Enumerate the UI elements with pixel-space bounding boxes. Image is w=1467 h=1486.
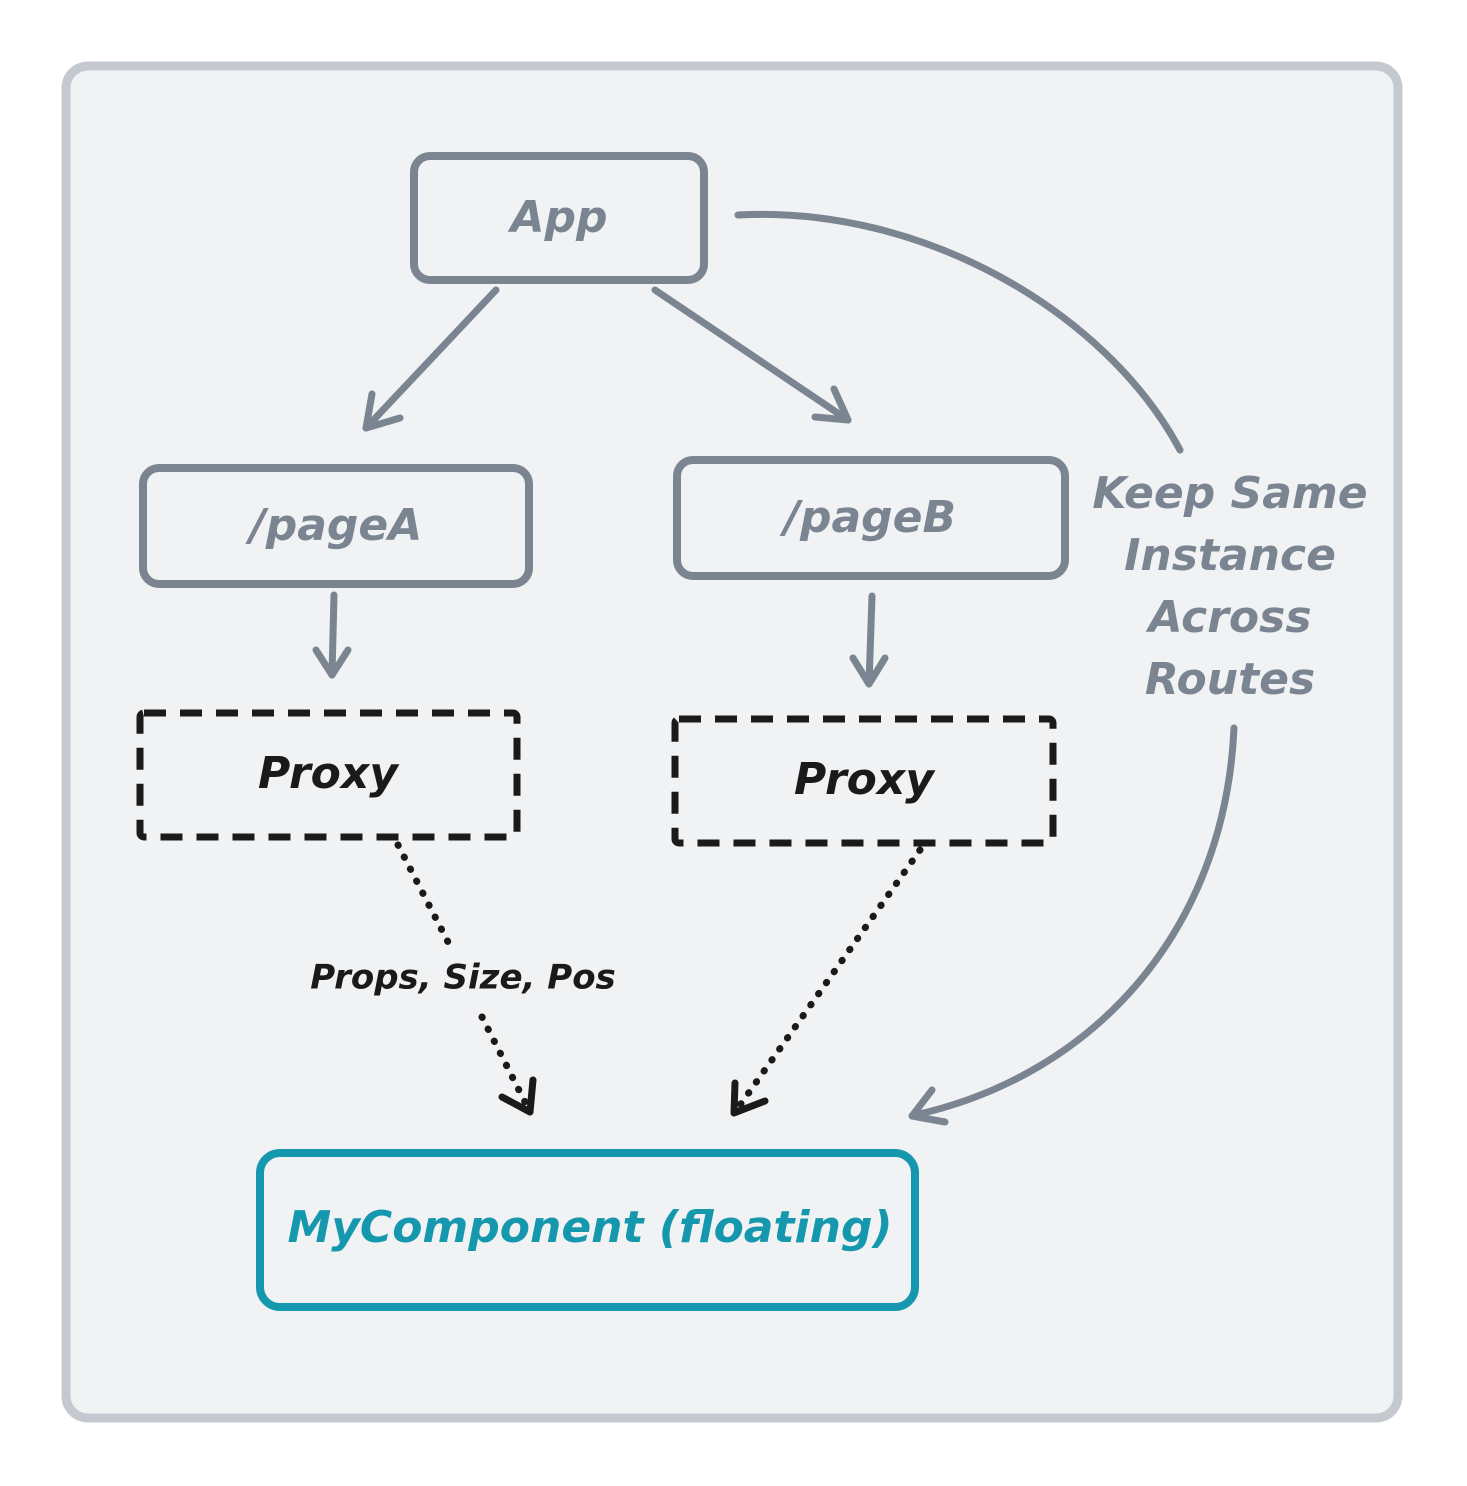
edge-app-to-page-a xyxy=(362,286,500,432)
arrowhead-icon xyxy=(362,390,404,432)
edge-proxy-a-to-component xyxy=(394,841,537,1116)
arrowhead-icon xyxy=(908,1086,949,1126)
node-page-b-label: /pageB xyxy=(779,492,956,543)
edge-label-props-size-pos: Props, Size, Pos xyxy=(310,958,616,998)
arrowhead-icon xyxy=(811,385,852,424)
arrowhead-icon xyxy=(498,1076,537,1116)
node-page-a: /pageA xyxy=(139,464,533,588)
side-note: Keep Same Instance Across Routes xyxy=(1092,468,1367,705)
node-my-component-label: MyComponent (floating) xyxy=(287,1202,892,1253)
arrowhead-icon xyxy=(312,646,352,679)
node-app: App xyxy=(410,152,708,284)
side-note-line-3: Across xyxy=(1145,592,1311,643)
edge-proxy-b-to-component xyxy=(730,846,924,1117)
node-page-b: /pageB xyxy=(673,456,1069,580)
edge-app-to-component-curved xyxy=(734,210,1238,1126)
arrowhead-icon xyxy=(849,654,889,688)
side-note-line-1: Keep Same xyxy=(1092,468,1367,519)
side-note-line-4: Routes xyxy=(1145,654,1315,705)
node-my-component: MyComponent (floating) xyxy=(256,1149,919,1311)
diagram-frame xyxy=(61,61,1403,1423)
edge-page-a-to-proxy-a xyxy=(312,591,352,679)
edge-app-to-page-b xyxy=(651,286,852,424)
node-page-a-label: /pageA xyxy=(245,500,423,551)
node-proxy-b-label: Proxy xyxy=(794,754,936,805)
side-note-line-2: Instance xyxy=(1124,530,1336,581)
arrowhead-icon xyxy=(730,1079,769,1117)
edge-page-b-to-proxy-b xyxy=(849,592,889,688)
node-app-label: App xyxy=(507,192,607,243)
node-proxy-a-label: Proxy xyxy=(258,748,400,799)
node-proxy-a: Proxy xyxy=(136,709,521,841)
node-proxy-b: Proxy xyxy=(671,715,1057,847)
